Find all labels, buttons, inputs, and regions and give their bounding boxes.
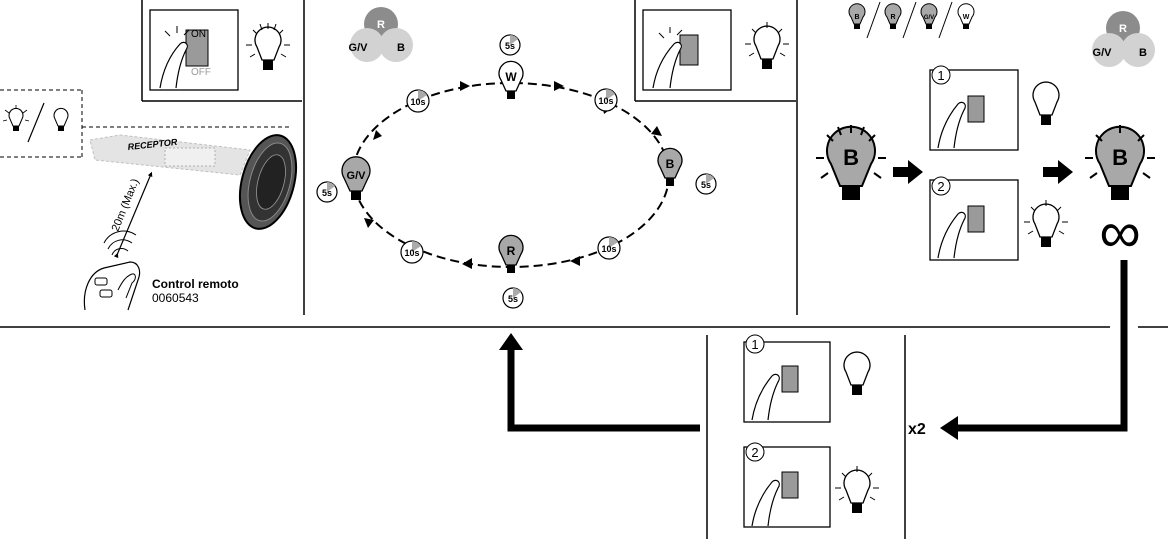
light-bulb-icon: [1024, 200, 1068, 247]
selected-color-bulb: B: [816, 125, 886, 200]
svg-text:10s: 10s: [598, 96, 613, 106]
svg-text:5s: 5s: [508, 294, 518, 304]
svg-text:B: B: [843, 145, 859, 170]
arrow-icon: [1043, 160, 1073, 184]
switch-on-label: ON: [191, 29, 206, 40]
repeat-steps-panel: 1 2: [743, 334, 879, 528]
cycle-color-w: W: [505, 70, 517, 84]
remote-icon: [83, 230, 141, 311]
repeat-step-one: 1: [743, 334, 831, 423]
svg-text:10s: 10s: [404, 248, 419, 258]
venn-label-r: R: [377, 19, 385, 31]
mini-bulb-row: B R G/V W: [848, 1, 975, 39]
svg-text:5s: 5s: [701, 180, 711, 190]
mini-bulb-icon: R: [884, 3, 902, 29]
light-bulb-icon: [53, 107, 69, 131]
repeat-label: x2: [908, 421, 926, 438]
finger-press-icon: [159, 41, 188, 89]
cycle-color-r: R: [507, 244, 516, 258]
svg-text:2: 2: [937, 179, 944, 194]
rgb-venn-diagram: R G/V B: [1092, 11, 1155, 67]
cycle-bulb-top: W: [498, 60, 524, 99]
timer-icon: 10s: [597, 236, 621, 260]
svg-text:B: B: [1112, 145, 1128, 170]
step-one-press: 1: [929, 65, 1019, 151]
switch-off-label: OFF: [191, 67, 211, 78]
switch-on-off-panel: ON OFF: [149, 9, 290, 91]
receptor-icon: RECEPTOR: [89, 134, 251, 176]
press-rays: [164, 26, 190, 37]
flow-connector: [507, 260, 1128, 432]
remote-receptor-panel: RECEPTOR 20m (Max.) Control remoto 00605…: [0, 89, 298, 311]
light-bulb-icon: [843, 351, 871, 395]
cycle-direction-arrows: [364, 81, 662, 269]
cycle-bulb-left: G/V: [341, 156, 371, 200]
range-arrow: [113, 171, 153, 259]
cycle-bulb-bottom: R: [498, 234, 524, 273]
light-bulb-icon: [2, 105, 30, 131]
light-fixture-icon: [238, 134, 298, 230]
timer-icon: 5s: [316, 181, 338, 203]
cycle-color-b: B: [666, 157, 675, 171]
svg-text:B: B: [854, 14, 859, 21]
color-cycle-panel: R G/V B W: [316, 7, 789, 309]
venn-label-b: B: [397, 42, 405, 54]
svg-text:10s: 10s: [410, 97, 425, 107]
svg-text:10s: 10s: [601, 244, 616, 254]
venn-label-gv: G/V: [349, 42, 369, 54]
cycle-color-gv: G/V: [347, 170, 367, 182]
result-color-bulb: B: [1085, 125, 1155, 200]
switch-press-icon: [642, 9, 732, 91]
svg-text:R: R: [1119, 23, 1127, 35]
timer-icon: 5s: [695, 173, 717, 195]
bulb-on-off-box: [0, 89, 290, 158]
repeat-step-two: 2: [743, 442, 831, 528]
color-select-panel: B R G/V W R G/V B B 1: [816, 1, 1155, 265]
mini-bulb-icon: G/V: [920, 3, 938, 29]
timer-icon: 5s: [502, 287, 524, 309]
cycle-bulb-right: B: [657, 147, 683, 186]
timer-icon: 10s: [400, 240, 424, 264]
step-two-press: 2: [929, 176, 1019, 261]
mini-bulb-icon: W: [957, 3, 975, 29]
light-bulb-icon: [246, 23, 290, 70]
timer-icon: 10s: [406, 89, 430, 113]
arrow-icon: [893, 160, 923, 184]
svg-text:B: B: [1139, 47, 1147, 59]
remote-code: 0060543: [152, 291, 199, 305]
svg-text:2: 2: [751, 445, 758, 460]
svg-text:W: W: [963, 14, 970, 21]
svg-text:5s: 5s: [322, 188, 332, 198]
svg-text:5s: 5s: [505, 41, 515, 51]
arrow-icon: [499, 333, 523, 350]
svg-text:G/V: G/V: [924, 15, 934, 21]
arrow-icon: [940, 416, 958, 440]
light-bulb-icon: [745, 22, 789, 69]
range-label: 20m (Max.): [110, 177, 142, 233]
light-bulb-icon: [1032, 81, 1060, 125]
remote-title: Control remoto: [152, 277, 239, 291]
svg-text:R: R: [890, 14, 895, 21]
svg-text:1: 1: [937, 68, 944, 83]
rgb-venn-diagram: R G/V B: [349, 7, 413, 62]
svg-text:G/V: G/V: [1093, 47, 1113, 59]
infinity-icon: ∞: [1099, 200, 1140, 265]
mini-bulb-icon: B: [848, 3, 866, 29]
svg-text:1: 1: [751, 337, 758, 352]
timer-icon: 10s: [594, 88, 618, 112]
timer-icon: 5s: [499, 34, 521, 56]
light-bulb-icon: [835, 466, 879, 513]
